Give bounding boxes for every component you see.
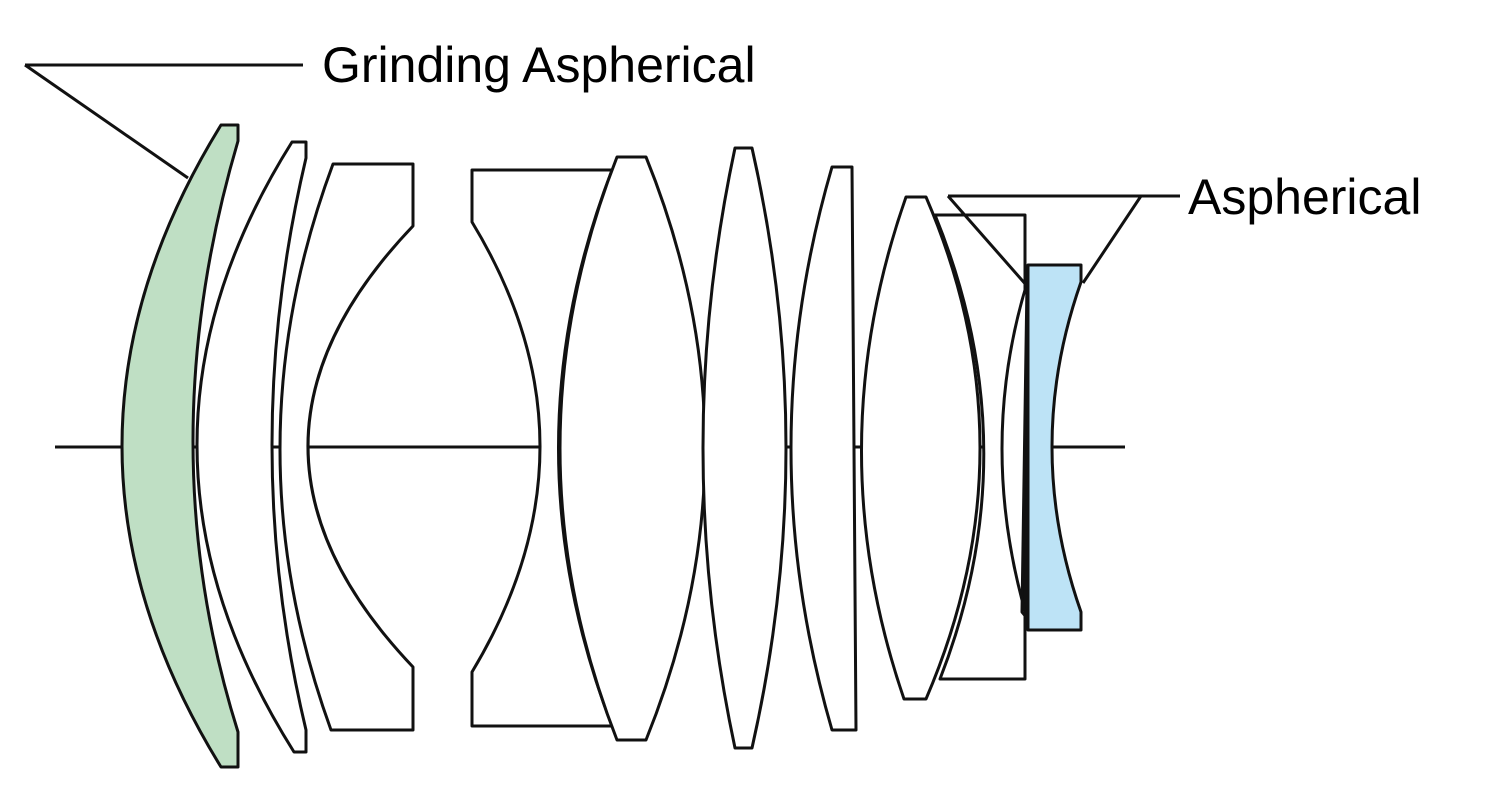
lens-element-3 [278,162,415,732]
lens-element-2 [195,140,308,754]
lens-element-6 [701,146,788,750]
grinding-aspherical-leader [24,63,303,180]
lens-element-10 [1000,281,1029,620]
grinding-aspherical-label: Grinding Aspherical [322,37,756,93]
aspherical-label: Aspherical [1188,169,1422,225]
lens-element-1-grinding-aspherical [120,123,240,769]
lens-element-5 [558,155,707,742]
aspherical-leader [946,194,1180,288]
lens-element-11-aspherical [1026,263,1083,632]
lens-element-7 [789,165,858,732]
lens-element-9 [933,213,1027,681]
lens-element-8 [860,195,982,701]
